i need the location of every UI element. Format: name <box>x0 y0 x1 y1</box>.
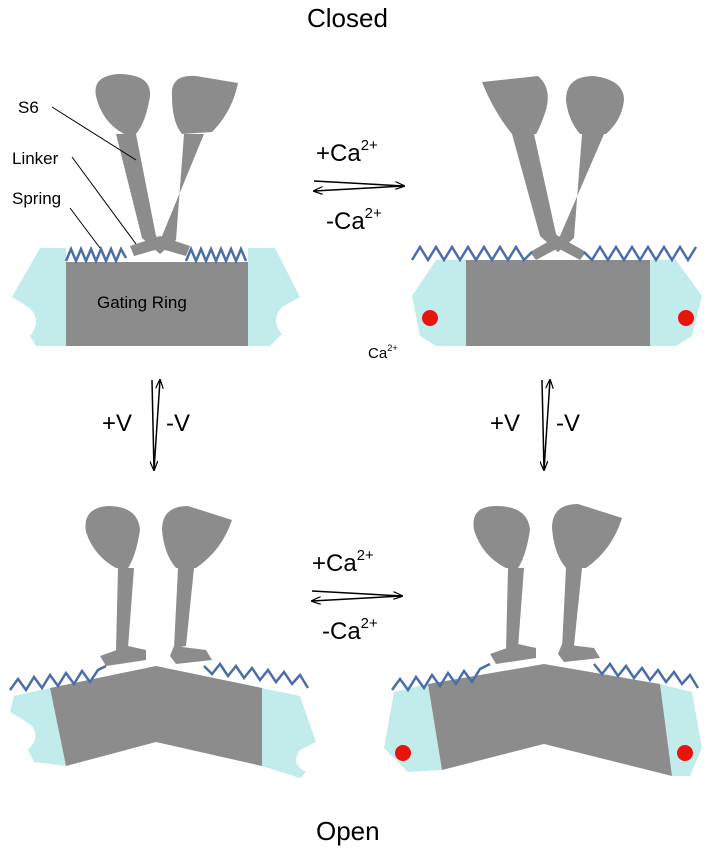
voltage-sensor-right <box>171 75 238 134</box>
cyan-side-domain-left <box>10 688 66 766</box>
gating-ring <box>466 260 650 346</box>
bottom-equilibrium-arrows <box>311 590 403 601</box>
gating-ring <box>66 262 248 346</box>
calcium-ion-right <box>677 745 693 761</box>
arrow-forward <box>311 590 402 596</box>
arrow-forward <box>313 180 404 186</box>
spring-right <box>203 661 310 689</box>
voltage-sensor-left <box>95 74 151 134</box>
voltage-sensor-right <box>552 504 622 568</box>
s6-helix-left <box>116 134 168 254</box>
voltage-sensor-right <box>566 76 624 134</box>
left-voltage-arrows <box>152 380 160 470</box>
calcium-ion-left <box>422 310 438 326</box>
linker-right <box>558 644 600 662</box>
arrow-up <box>543 380 550 471</box>
spring-left <box>410 244 533 263</box>
spring-left <box>8 664 107 693</box>
panel-closed-calcium-bound <box>410 76 702 346</box>
label-remove-calcium-bottom: -Ca2+ <box>322 615 378 645</box>
linker-right <box>170 646 212 664</box>
spring-left <box>64 245 128 265</box>
label-gating-ring: Gating Ring <box>97 293 187 312</box>
cyan-side-domain-right <box>262 688 316 778</box>
spring-right <box>184 245 248 265</box>
label-remove-calcium-top: -Ca2+ <box>326 205 382 235</box>
panel-open-no-calcium <box>8 506 316 778</box>
spring-left <box>390 662 491 693</box>
s6-helix-right <box>550 134 604 252</box>
s6-leader-line <box>51 106 137 161</box>
linker-left <box>490 644 536 664</box>
gating-ring-tilted <box>50 666 262 766</box>
label-minus-voltage-right: -V <box>556 410 580 437</box>
right-voltage-arrows <box>542 380 550 470</box>
label-s6: S6 <box>18 98 39 117</box>
s6-helix-right <box>152 134 204 254</box>
label-spring: Spring <box>12 189 62 208</box>
s6-helix-left <box>512 134 566 252</box>
s6-helix-left <box>506 568 524 650</box>
linker-leader-line <box>71 156 137 245</box>
label-calcium-ion: Ca2+ <box>368 343 398 362</box>
spring-right <box>583 244 698 263</box>
s6-helix-right <box>174 568 194 648</box>
spring-right <box>593 661 700 689</box>
label-minus-voltage-left: -V <box>166 410 190 437</box>
calcium-ion-right <box>678 310 694 326</box>
voltage-sensor-left <box>482 76 548 134</box>
arrow-reverse <box>312 595 403 601</box>
spring-leader-line <box>69 207 101 249</box>
panel-closed-no-calcium <box>12 74 300 346</box>
linker-left <box>530 236 562 260</box>
calcium-ion-left <box>395 745 411 761</box>
cyan-side-domain-right <box>650 260 702 346</box>
cyan-side-domain-left <box>412 260 466 346</box>
label-add-calcium-bottom: +Ca2+ <box>312 547 374 577</box>
s6-helix-left <box>116 568 134 650</box>
s6-helix-right <box>562 568 582 648</box>
linker-left <box>100 646 146 666</box>
label-plus-voltage-left: +V <box>102 410 133 437</box>
arrow-up <box>153 380 160 471</box>
voltage-sensor-right <box>162 506 232 568</box>
label-add-calcium-top: +Ca2+ <box>316 137 378 167</box>
linker-right <box>554 236 586 260</box>
label-linker: Linker <box>12 149 59 168</box>
arrow-reverse <box>314 185 405 191</box>
voltage-sensor-left <box>473 506 530 568</box>
top-equilibrium-arrows <box>313 180 405 191</box>
cyan-side-domain-left <box>12 248 66 346</box>
state-title-open: Open <box>316 816 380 846</box>
linker-right <box>158 236 190 256</box>
voltage-sensor-left <box>85 506 140 568</box>
gating-ring-tilted <box>428 664 672 776</box>
label-plus-voltage-right: +V <box>490 410 521 437</box>
arrow-down <box>542 379 544 470</box>
arrow-down <box>152 379 154 470</box>
cyan-side-domain-right <box>248 248 300 346</box>
panel-open-calcium-bound <box>384 504 702 776</box>
state-title-closed: Closed <box>307 3 388 33</box>
linker-left <box>130 236 162 256</box>
